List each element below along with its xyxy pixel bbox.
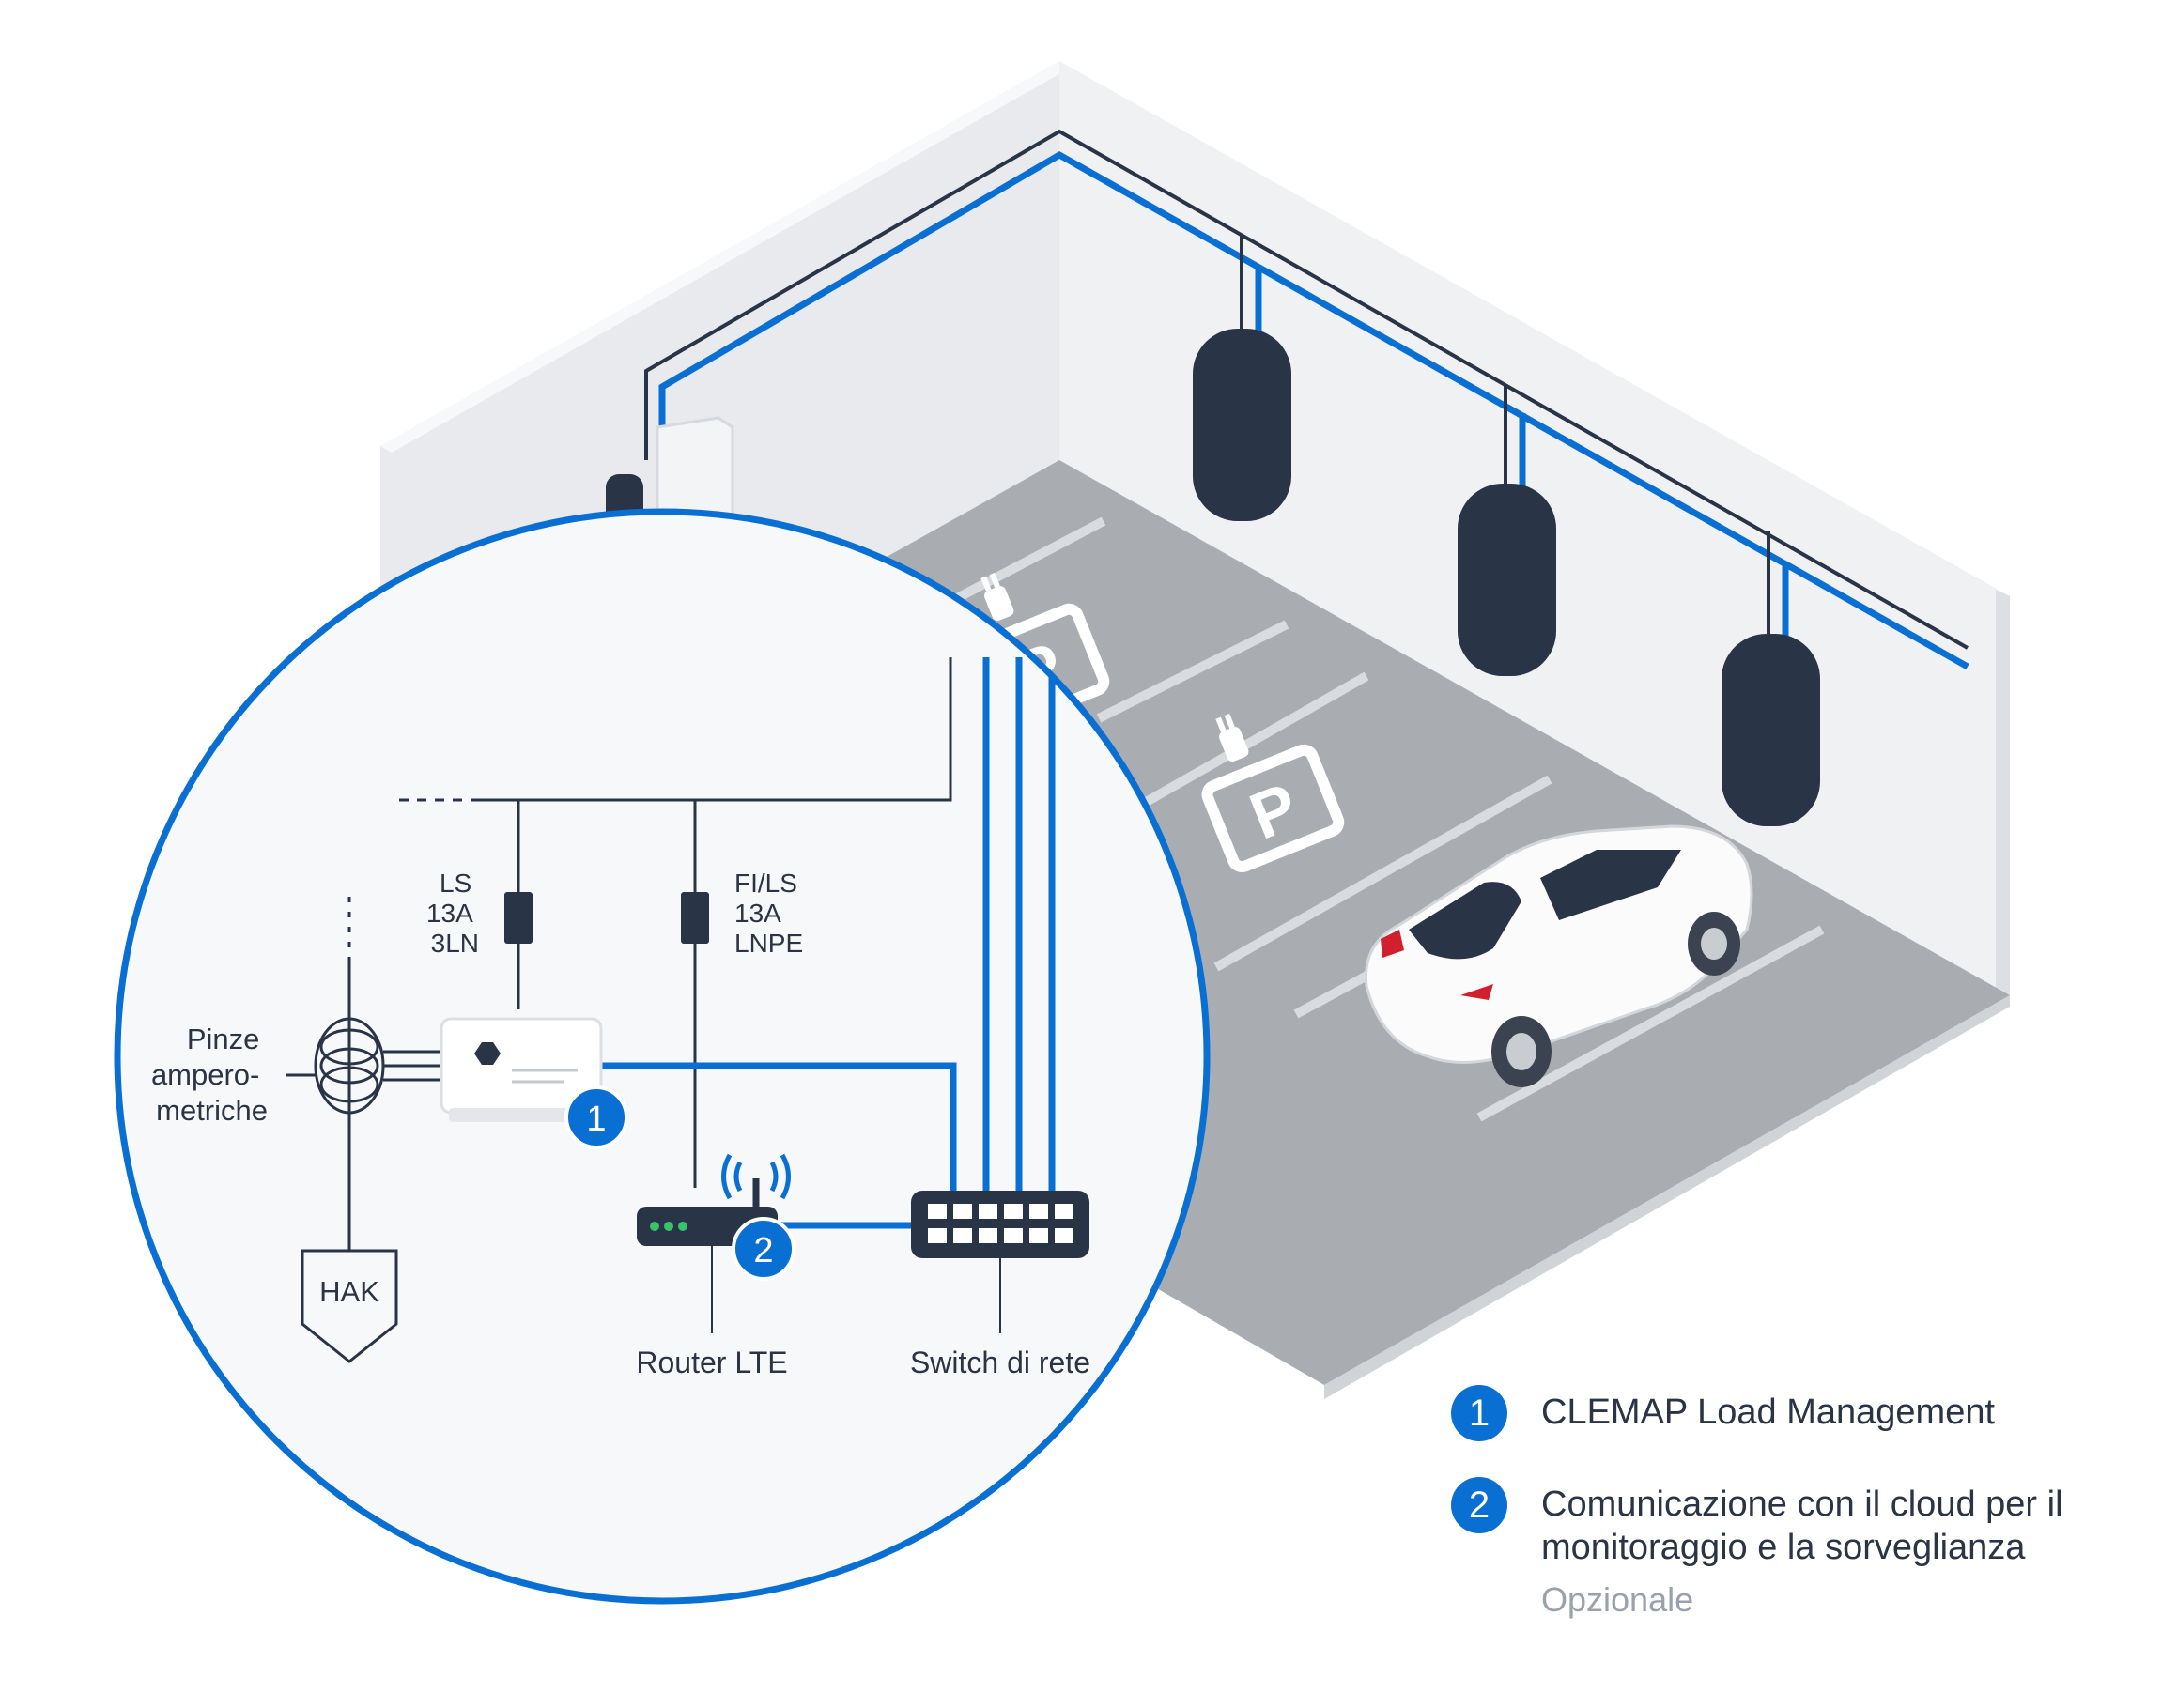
clemap-logo-icon [474,1042,501,1065]
legend-note: Opzionale [1541,1580,1694,1619]
wallbox-charger [1458,484,1556,676]
legend-item-2: 2 Comunicazione con il cloud per il moni… [1451,1477,2146,1622]
detail-circle-border [114,508,1211,1605]
clamps-label: Pinze ampero- metriche [151,1023,268,1127]
bus-line [474,657,952,802]
current-clamps-icon [286,897,441,1258]
wallbox-charger [1193,329,1291,521]
legend-text: CLEMAP Load Management [1541,1385,1995,1434]
parking-line [1213,775,1552,972]
badge-2: 2 [732,1217,795,1281]
breaker-1-label: LS 13A 3LN [426,869,479,958]
wall-cables [644,129,1969,670]
legend-badge: 2 [1451,1477,1507,1533]
router-label: Router LTE [636,1346,787,1379]
parking-line [1476,925,1825,1122]
right-wall-edge [1996,590,2010,995]
breaker-2-label: FI/LS 13A LNPE [734,869,805,958]
blue-cable [658,150,1969,670]
parking-line [1134,671,1369,812]
switch-label: Switch di rete [910,1346,1090,1379]
legend-line: Comunicazione con il cloud per il [1541,1485,2063,1524]
car [1364,824,1753,1087]
floor-edge [1324,995,2010,1399]
breaker-icon [681,892,709,944]
hak-icon [301,1249,398,1363]
wallbox-charger [1722,634,1820,826]
badge-1: 1 [564,1085,628,1149]
schematic: 1 2 LS 13A 3LN FI/LS 13A LNPE Pinze ampe… [151,657,1090,1379]
clemap-device-base [449,1108,594,1122]
svg-text:1: 1 [586,1100,606,1139]
parking-line [1096,620,1289,723]
legend-item-1: 1 CLEMAP Load Management [1451,1385,2146,1441]
hak-label: HAK [319,1275,379,1308]
breaker-icon [504,892,533,944]
svg-text:2: 2 [753,1231,773,1270]
legend-text: Comunicazione con il cloud per il monito… [1541,1477,2063,1622]
network-switch-icon [911,1191,1089,1258]
legend-line: monitoraggio e la sorveglianza [1541,1528,2026,1567]
legend: 1 CLEMAP Load Management 2 Comunicazione… [1451,1385,2146,1657]
legend-line: CLEMAP Load Management [1541,1393,1996,1432]
legend-badge: 1 [1451,1385,1507,1441]
left-wall-top [380,61,1071,453]
detail-circle [117,512,1207,1601]
dark-cable [644,129,1969,650]
network-cables [601,657,1056,1229]
